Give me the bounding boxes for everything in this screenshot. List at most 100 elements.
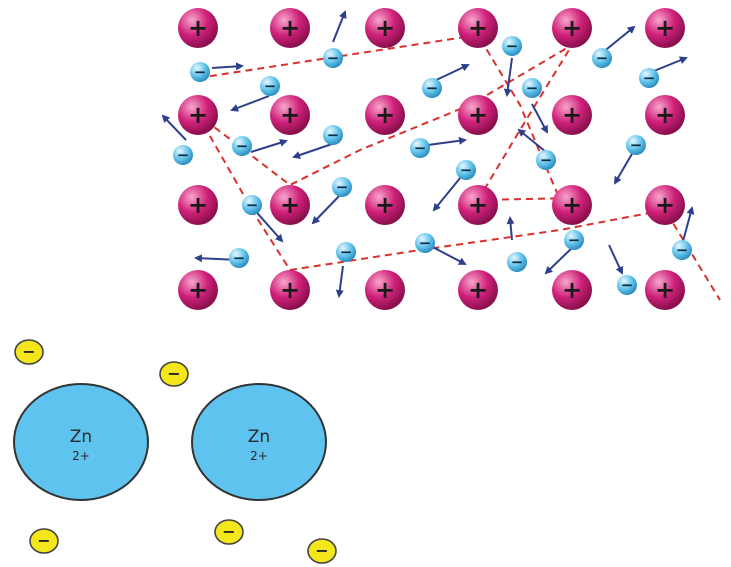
cation-plus-sign: +: [468, 191, 488, 219]
zinc-electron-minus-sign: −: [37, 531, 50, 550]
zinc-electron-shape: [159, 361, 189, 387]
electron-sphere: [323, 125, 343, 145]
motion-arrow: [211, 62, 244, 71]
electron-minus-sign: −: [336, 178, 349, 196]
electron-sphere: [190, 62, 210, 82]
electron-minus-sign: −: [540, 151, 553, 169]
cation-sphere: [458, 95, 498, 135]
cation: +: [458, 185, 498, 225]
motion-arrow: [544, 245, 575, 275]
motion-arrow: [681, 206, 695, 246]
motion-arrow: [601, 25, 636, 54]
electron-minus-sign: −: [419, 234, 432, 252]
cation-plus-sign: +: [655, 14, 675, 42]
cation-plus-sign: +: [280, 101, 300, 129]
electron-sphere: [323, 48, 343, 68]
electron-minus-sign: −: [233, 249, 246, 267]
cation-sphere: [552, 95, 592, 135]
electron-minus-sign: −: [621, 276, 634, 294]
zinc-electron: −: [14, 339, 44, 365]
electron-sphere: [617, 275, 637, 295]
electron-minus-sign: −: [568, 231, 581, 249]
motion-arrow: [230, 95, 270, 112]
cation-sphere: [552, 270, 592, 310]
cation-sphere: [178, 8, 218, 48]
free-electron: −: [626, 135, 646, 155]
electron-sphere: [639, 68, 659, 88]
motion-arrow: [503, 57, 513, 97]
free-electron: −: [507, 252, 527, 272]
cation: +: [552, 185, 592, 225]
electron-minus-sign: −: [643, 69, 656, 87]
electron-minus-sign: −: [630, 136, 643, 154]
cation: +: [645, 8, 685, 48]
zinc-electron: −: [159, 361, 189, 387]
cation: +: [270, 185, 310, 225]
cation-sphere: [178, 270, 218, 310]
electron-sphere: [502, 36, 522, 56]
motion-arrow: [531, 103, 548, 134]
cation-sphere: [365, 270, 405, 310]
cation-sphere: [458, 270, 498, 310]
electron-sphere: [229, 248, 249, 268]
cation: +: [365, 8, 405, 48]
cation-sphere: [458, 8, 498, 48]
electron-path-line: [197, 114, 291, 271]
zinc-electron: −: [214, 519, 244, 545]
cation-plus-sign: +: [188, 276, 208, 304]
free-electron: −: [456, 160, 476, 180]
cation-plus-sign: +: [562, 14, 582, 42]
electron-path-line: [477, 44, 573, 201]
zinc-ion-symbol: Zn: [248, 427, 270, 447]
cation-sphere: [645, 95, 685, 135]
motion-arrow: [161, 114, 187, 141]
free-electron: −: [415, 233, 435, 253]
free-electron: −: [422, 78, 442, 98]
cation-plus-sign: +: [468, 276, 488, 304]
electron-minus-sign: −: [506, 37, 519, 55]
motion-arrow: [517, 128, 547, 153]
free-electron: −: [592, 48, 612, 68]
cation-sphere: [365, 185, 405, 225]
cation-plus-sign: +: [655, 191, 675, 219]
electron-minus-sign: −: [460, 161, 473, 179]
cation-sphere: [552, 185, 592, 225]
zinc-electron-shape: [214, 519, 244, 545]
cation: +: [365, 95, 405, 135]
electron-minus-sign: −: [676, 241, 689, 259]
free-electron: −: [190, 62, 210, 82]
electron-minus-sign: −: [327, 49, 340, 67]
free-electron: −: [242, 195, 262, 215]
cation: +: [458, 8, 498, 48]
electron-sphere: [456, 160, 476, 180]
electron-minus-sign: −: [246, 196, 259, 214]
zinc-electron: −: [29, 528, 59, 554]
cation-sphere: [270, 8, 310, 48]
cation-sphere: [270, 270, 310, 310]
free-electrons: −−−−−−−−−−−−−−−−−−−−−−−−: [173, 36, 692, 295]
zinc-electron-minus-sign: −: [22, 342, 35, 361]
cation: +: [178, 270, 218, 310]
zinc-electron-shape: [307, 538, 337, 564]
cation: +: [552, 95, 592, 135]
zinc-ion-charge: 2+: [250, 449, 268, 463]
zinc-electron-shape: [14, 339, 44, 365]
zinc-ion-charge: 2+: [72, 449, 90, 463]
cation-plus-sign: +: [375, 276, 395, 304]
electron-sphere: [232, 136, 252, 156]
cation-plus-sign: +: [562, 101, 582, 129]
cation: +: [645, 270, 685, 310]
cation: +: [458, 270, 498, 310]
cation-plus-sign: +: [655, 276, 675, 304]
zinc-electron-minus-sign: −: [315, 541, 328, 560]
free-electron: −: [536, 150, 556, 170]
cation: +: [178, 185, 218, 225]
electron-minus-sign: −: [596, 49, 609, 67]
electron-sphere: [507, 252, 527, 272]
cation-plus-sign: +: [562, 191, 582, 219]
electron-minus-sign: −: [426, 79, 439, 97]
free-electron: −: [323, 48, 343, 68]
free-electron: −: [617, 275, 637, 295]
cation: +: [365, 270, 405, 310]
